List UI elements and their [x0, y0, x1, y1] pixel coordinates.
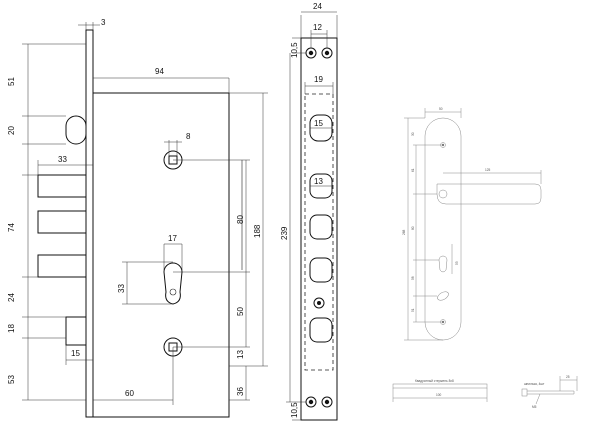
dim-label: 18 [7, 324, 16, 333]
dim-label: 15 [71, 349, 80, 358]
dim-label: 51 [411, 308, 415, 312]
dim-label: 94 [155, 67, 164, 76]
dim-label: 3 [101, 18, 106, 27]
bolt-slot [309, 214, 333, 240]
spindle-label: Квадратный стержень 8х8 [415, 379, 454, 383]
dim-label: 58 [411, 276, 415, 280]
dim-label: 24 [7, 293, 16, 302]
dim-label: 24 [313, 2, 322, 11]
dim-label: 268 [402, 229, 406, 235]
dim-label: 12 [313, 23, 322, 32]
dim-label: 80 [411, 226, 415, 230]
handle-lever [436, 183, 542, 205]
handle-view: 50 125 268 30 61 80 58 51 53 [402, 107, 542, 341]
dim-label: 33 [58, 155, 67, 164]
dim-label: 10,5 [290, 402, 299, 418]
dim-label: 125 [485, 168, 491, 172]
bolt-2 [37, 210, 87, 234]
spindle-view: Квадратный стержень 8х8 100 [392, 379, 488, 402]
bolt-slot [309, 317, 333, 343]
dim-label: 80 [236, 215, 245, 224]
dim-label: 50 [236, 307, 245, 316]
dim-label: 60 [125, 389, 134, 398]
dim-label: 17 [168, 234, 177, 243]
dim-label: 239 [280, 226, 289, 240]
lock-body [92, 92, 230, 418]
screw-view: шпилька, 4шт 25 M5 [521, 375, 578, 409]
center-screw [313, 297, 325, 309]
dim-label: 25 [566, 375, 570, 379]
dim-label: 51 [7, 77, 16, 86]
dim-label: 53 [455, 261, 459, 265]
dim-label: 100 [436, 393, 442, 397]
dim-label: 20 [7, 126, 16, 135]
handle-cylinder-hole [438, 255, 448, 273]
handle-lower-slot [437, 291, 449, 301]
dim-label: 61 [411, 168, 415, 172]
dim-label: 33 [117, 284, 126, 293]
dim-label: M5 [532, 405, 537, 409]
latch-tongue [65, 115, 87, 145]
dim-label: 19 [314, 75, 323, 84]
lock-front-view: 3 94 51 20 74 24 18 53 33 15 60 [7, 18, 268, 418]
bolt-4 [65, 316, 87, 346]
dim-label: 15 [314, 119, 323, 128]
faceplate-view: 24 12 10,5 19 15 13 239 10,5 [280, 2, 338, 421]
dim-label: 13 [314, 177, 323, 186]
cylinder-cutout [163, 262, 183, 305]
faceplate-inner-outline [304, 93, 334, 371]
dim-label: 30 [411, 132, 415, 136]
dim-label: 188 [253, 224, 262, 238]
bolt-1 [37, 174, 87, 198]
spindle-bar [392, 383, 488, 389]
dim-label: 13 [236, 350, 245, 359]
dim-label: 8 [186, 132, 191, 141]
dim-label: 10,5 [290, 42, 299, 58]
dim-label: 50 [439, 107, 443, 111]
dim-label: 36 [236, 387, 245, 396]
screw-label: шпилька, 4шт [524, 382, 545, 386]
screw-head [521, 388, 528, 397]
bolt-slot [309, 257, 333, 283]
handle-plate [424, 117, 462, 341]
screw-hole [321, 396, 333, 408]
bolt-3 [37, 254, 87, 278]
faceplate [300, 37, 338, 421]
front-plate [85, 29, 94, 418]
dim-label: 53 [7, 375, 16, 384]
dim-label: 74 [7, 223, 16, 232]
